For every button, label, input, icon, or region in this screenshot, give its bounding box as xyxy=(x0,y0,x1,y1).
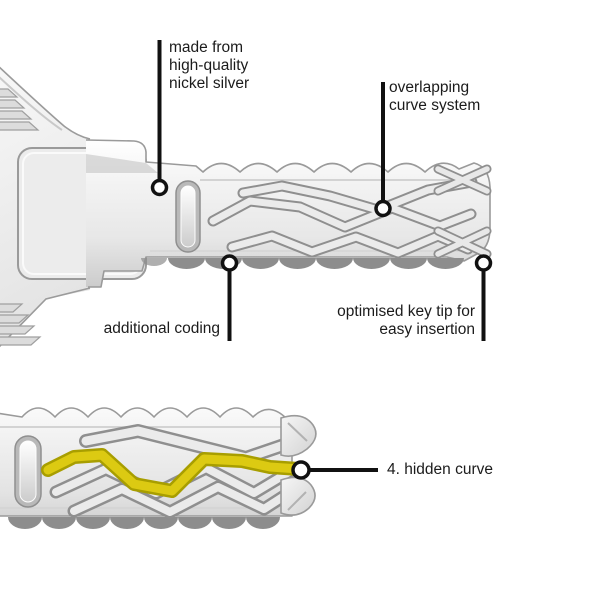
head-inner-edge xyxy=(0,76,63,131)
top-key-blade xyxy=(85,139,492,288)
blade-oval-slot xyxy=(175,180,201,253)
hidden-curve-yellow xyxy=(41,448,306,498)
bottom-blade-contour xyxy=(0,407,293,517)
callout-marker-hidden-curve xyxy=(291,460,311,480)
callout-marker-nickel-silver xyxy=(150,178,169,197)
head-grip-ridges-top xyxy=(0,88,40,131)
bottom-oval-slot xyxy=(14,435,42,508)
blade-bottom-scallops xyxy=(141,258,464,269)
callout-marker-additional-coding xyxy=(220,254,239,272)
blade-contour xyxy=(85,139,491,288)
callout-label-hidden-curve: 4. hidden curve xyxy=(387,461,493,478)
bottom-key-blade xyxy=(0,407,317,529)
bottom-key xyxy=(0,407,317,529)
top-key-tip-pattern xyxy=(433,164,492,259)
callout-marker-overlapping-curve xyxy=(374,199,392,218)
callout-graphics xyxy=(150,40,493,480)
callout-label-overlapping-curve-system: overlapping curve system xyxy=(389,79,481,114)
top-key xyxy=(0,66,492,348)
callout-marker-key-tip xyxy=(474,254,493,272)
callout-label-additional-coding: additional coding xyxy=(103,320,220,337)
head-grip-ridges-bottom xyxy=(0,303,42,346)
bottom-bottom-scallops xyxy=(8,517,280,529)
blade-shoulder-shadow xyxy=(86,154,158,173)
callout-label-optimised-key-tip: optimised key tip for easy insertion xyxy=(337,303,475,338)
callout-label-nickel-silver: made from high-quality nickel silver xyxy=(169,39,250,92)
